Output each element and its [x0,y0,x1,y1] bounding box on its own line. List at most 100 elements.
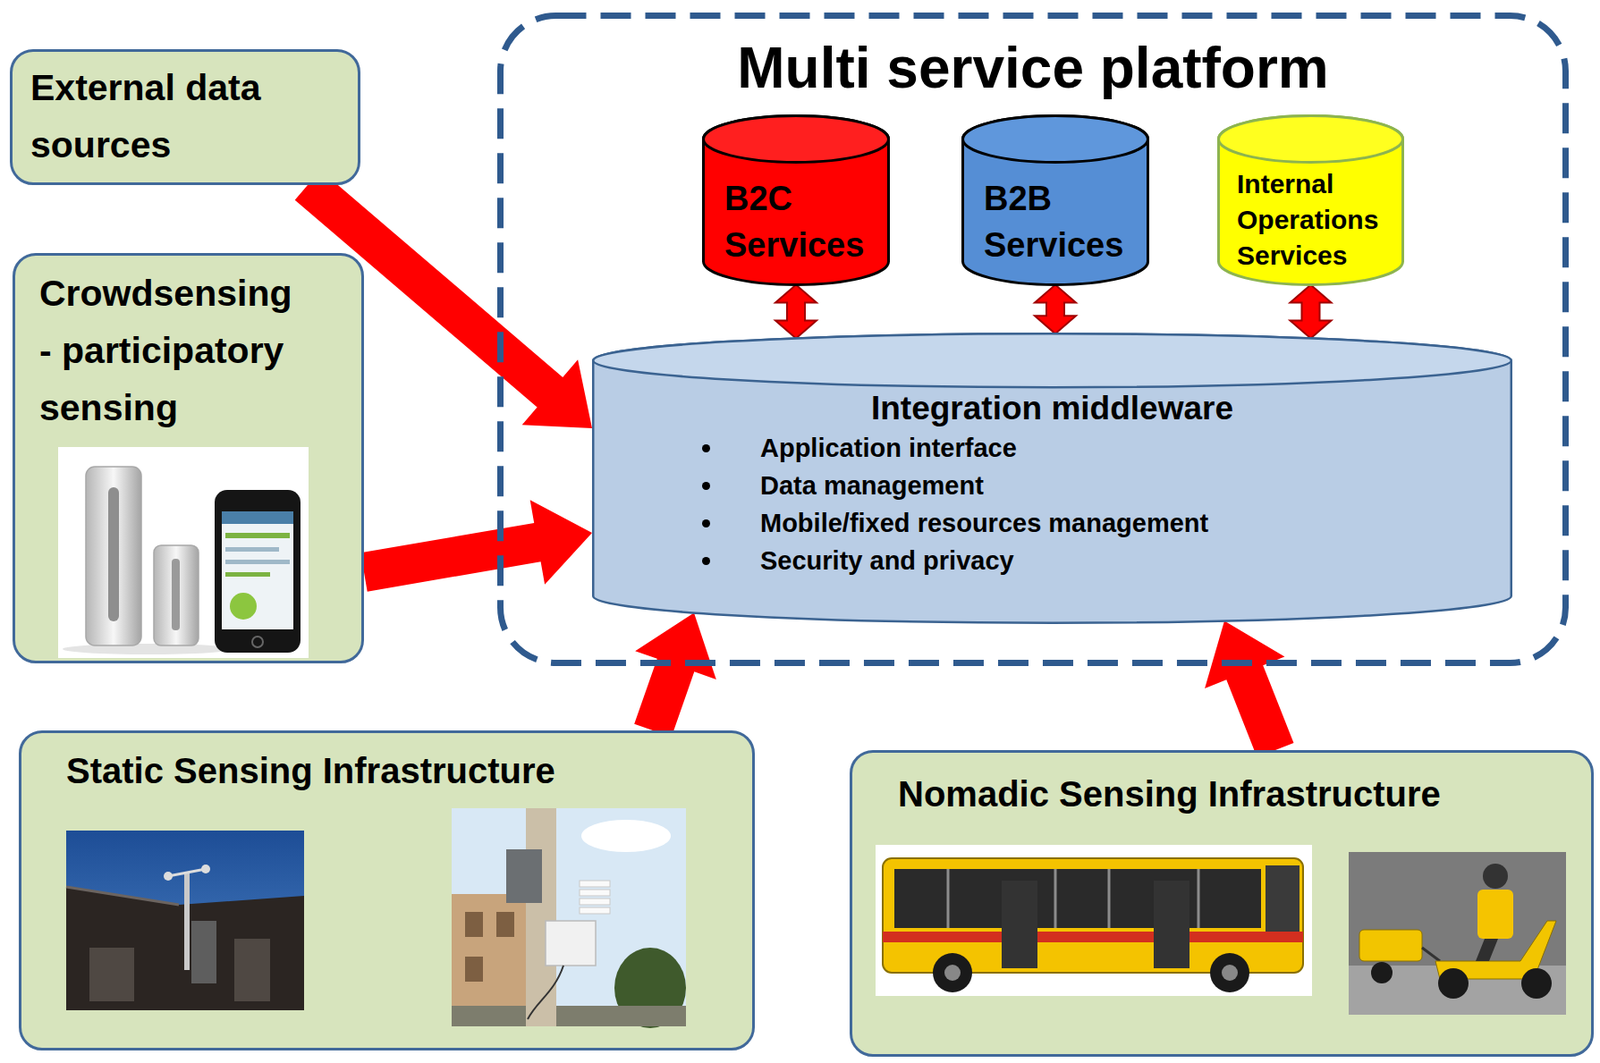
smartphone [214,490,301,653]
box-label: External data sources [30,59,340,174]
cylinder-top [963,116,1149,163]
source-box: Nomadic Sensing Infrastructure [849,750,1594,1058]
box-label: Crowdsensing - participatory sensing [39,264,308,437]
double-arrow [1034,285,1076,335]
middleware-cylinder: Integration middlewareApplication interf… [592,332,1513,625]
cylinder-body [963,116,1149,286]
sensor-box [191,921,217,984]
double-arrow [775,285,817,339]
screen-row [225,572,271,577]
weather-station [85,466,142,646]
wheel [932,953,973,993]
source-box: Crowdsensing - participatory sensing [12,253,365,664]
platform-region: Multi service platformB2C Services B2B Se… [497,12,1569,667]
scooter-body [1435,921,1557,980]
source-box: External data sources [9,49,361,186]
weather-module [153,545,199,646]
wheel-hub [1221,965,1238,982]
region-title: Multi service platform [533,35,1533,101]
window-divider [1197,869,1201,929]
screen-row [225,533,290,539]
photo-ground [875,845,1313,997]
screen-bar [221,511,294,525]
window-divider [1054,869,1058,929]
cylinder-body [592,333,1512,624]
window [465,912,483,938]
cylinder-outline [592,332,1513,625]
bullet-item: Mobile/fixed resources management [760,504,1513,542]
window [89,948,135,1002]
window-divider [947,869,950,929]
screen-gauge [229,592,257,620]
bullet-item: Data management [760,466,1513,505]
sensor-pole [184,871,190,971]
cylinder-body [703,116,889,286]
box-label: Static Sensing Infrastructure [66,749,735,793]
anemometer-arm [168,869,206,877]
bullet-item: Security and privacy [760,541,1513,580]
roof-edge [66,887,179,906]
shadow [62,643,233,655]
wheel [1521,968,1552,999]
ground [451,1006,686,1027]
photo-wall [1348,852,1567,1016]
service-cylinder: B2C Services [702,114,890,287]
bus-windows [894,869,1262,929]
photo-sky [66,830,305,1011]
sensor-pole [525,808,557,1027]
cylinder-top [1219,116,1404,163]
building [66,887,305,1011]
rider-helmet [1482,863,1508,889]
source-box: Static Sensing Infrastructure [18,730,755,1051]
building [451,894,551,1027]
cloud [581,820,671,853]
sensor-box [545,921,596,966]
photo-sky [451,808,686,1027]
cylinder-label: B2C Services [724,175,876,269]
cylinder-top [592,333,1512,388]
cylinder-label: Internal Operations Services [1236,166,1394,274]
phone-screen [221,511,294,630]
wheel [1371,962,1393,984]
cylinder-body [1219,116,1404,286]
anemometer-cup [163,871,173,881]
double-arrow [1290,285,1332,339]
photo-ground [58,447,309,659]
cylinder-label: B2B Services [983,175,1135,269]
red-arrow [634,613,717,738]
wheel [1438,968,1469,999]
radiation-shield [579,907,610,915]
window [465,956,483,983]
service-cylinder: B2B Services [961,114,1150,287]
hitch [1422,948,1440,962]
radiation-shield [579,889,610,897]
home-button [252,636,263,648]
wheel [1210,953,1250,993]
station-slot [108,487,119,622]
dashed-border [500,16,1567,664]
window [234,939,271,1002]
screen-row [225,559,290,565]
bullet-item: Application interface [760,429,1513,467]
radiation-shield [579,898,610,906]
cylinder-top [703,116,889,163]
sensor-box [506,849,542,904]
cylinder-heading: Integration middleware [592,388,1513,430]
rider-leg [1475,939,1499,962]
red-arrow [1204,621,1294,759]
rider-vest [1477,889,1514,940]
bus-stripe [882,931,1304,943]
module-slot [171,558,180,631]
anemometer-cup [201,864,211,874]
bus-door [1153,880,1190,969]
service-cylinder: Internal Operations Services [1217,114,1405,287]
screen-row [225,547,280,552]
windscreen [1265,865,1300,938]
bus-door [1001,880,1038,969]
wheel-hub [944,965,961,982]
radiation-shield [579,880,610,888]
bus-body [882,858,1304,974]
window [496,912,515,938]
ground [1348,965,1567,1016]
